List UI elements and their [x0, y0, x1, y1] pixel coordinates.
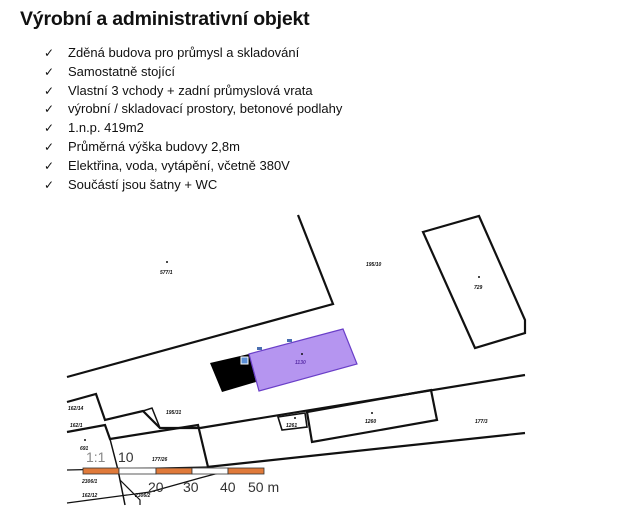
parcel-label: 1130 — [295, 360, 306, 366]
check-icon: ✓ — [44, 64, 55, 79]
building-black-annex — [210, 354, 256, 392]
list-item: ✓ Elektřina, voda, vytápění, včetně 380V — [44, 157, 342, 176]
list-item: ✓ Vlastní 3 vchody + zadní průmyslová vra… — [44, 82, 342, 101]
parcel-label: 1260 — [365, 419, 376, 425]
check-icon: ✓ — [44, 46, 55, 60]
scale-tick: 50 m — [248, 479, 279, 495]
feature-text: Samostatně stojící — [68, 63, 175, 79]
parcel-label: 1261 — [286, 423, 297, 429]
parcel-label: 195/31 — [166, 410, 182, 416]
building-1260 — [305, 388, 439, 444]
scale-ratio: 1:1 — [86, 449, 106, 465]
building-1130-highlight — [248, 328, 358, 392]
door-marker — [287, 339, 292, 342]
check-icon: ✓ — [44, 177, 55, 192]
feature-text: Průměrná výška budovy 2,8m — [68, 138, 240, 154]
scale-segment — [227, 467, 265, 475]
check-icon: ✓ — [44, 121, 55, 136]
parcel-label: 162/14 — [68, 406, 84, 412]
parcel-boundary-left6 — [119, 479, 141, 505]
list-item: ✓ Součástí jsou šatny + WC — [44, 176, 342, 195]
feature-text: Elektřina, voda, vytápění, včetně 380V — [68, 157, 290, 173]
scale-tick: 40 — [220, 479, 236, 495]
parcel-boundary — [66, 214, 335, 379]
parcel-label: 195/10 — [366, 262, 382, 268]
parcel-boundary-left — [66, 392, 200, 430]
feature-text: Vlastní 3 vchody + zadní průmyslová vrat… — [68, 82, 313, 98]
feature-text: výrobní / skladovací prostory, betonové … — [68, 101, 343, 117]
building-729 — [421, 214, 527, 350]
feature-text: 1.n.p. 419m2 — [68, 120, 144, 136]
check-icon: ✓ — [44, 139, 55, 154]
parcel-label: 177/3 — [475, 419, 488, 425]
building-1261 — [276, 412, 308, 431]
list-item: ✓ Samostatně stojící — [44, 63, 342, 82]
parcel-label: 162/12 — [82, 493, 98, 499]
scale-segment — [82, 467, 120, 475]
scale-segment — [191, 467, 229, 475]
parcel-boundary-triangle — [142, 407, 161, 429]
parcel-label: 177/26 — [152, 457, 168, 463]
door-marker — [257, 347, 262, 350]
list-item: ✓ 1.n.p. 419m2 — [44, 119, 342, 138]
list-item: ✓ výrobní / skladovací prostory, betonové… — [44, 100, 342, 119]
parcel-points — [84, 261, 480, 441]
entrance-marker — [240, 356, 249, 365]
road-lower-line — [206, 431, 526, 469]
scale-tick: 20 — [148, 479, 164, 495]
check-icon: ✓ — [44, 102, 55, 117]
parcel-label: 729 — [474, 285, 483, 291]
feature-text: Součástí jsou šatny + WC — [68, 176, 218, 192]
parcel-label: 577/1 — [160, 270, 173, 276]
scale-segment — [155, 467, 193, 475]
page-title: Výrobní a administrativní objekt — [20, 8, 310, 30]
feature-list: ✓ Zděná budova pro průmysl a skladování ✓… — [44, 44, 342, 194]
scale-bar — [82, 467, 265, 475]
list-item: ✓ Zděná budova pro průmysl a skladování — [44, 44, 342, 63]
parcel-label: 2306/1 — [81, 479, 98, 485]
check-icon: ✓ — [44, 158, 55, 173]
parcel-label: 162/1 — [70, 423, 83, 429]
list-item: ✓ Průměrná výška budovy 2,8m — [44, 138, 342, 157]
scale-tick: 30 — [183, 479, 199, 495]
parcel-label: 691 — [80, 446, 89, 452]
check-icon: ✓ — [44, 83, 55, 98]
feature-text: Zděná budova pro průmysl a skladování — [68, 45, 300, 60]
scale-tick: 10 — [118, 449, 134, 465]
parcel-label: 2306/2 — [134, 493, 151, 499]
scale-segment — [118, 467, 157, 475]
